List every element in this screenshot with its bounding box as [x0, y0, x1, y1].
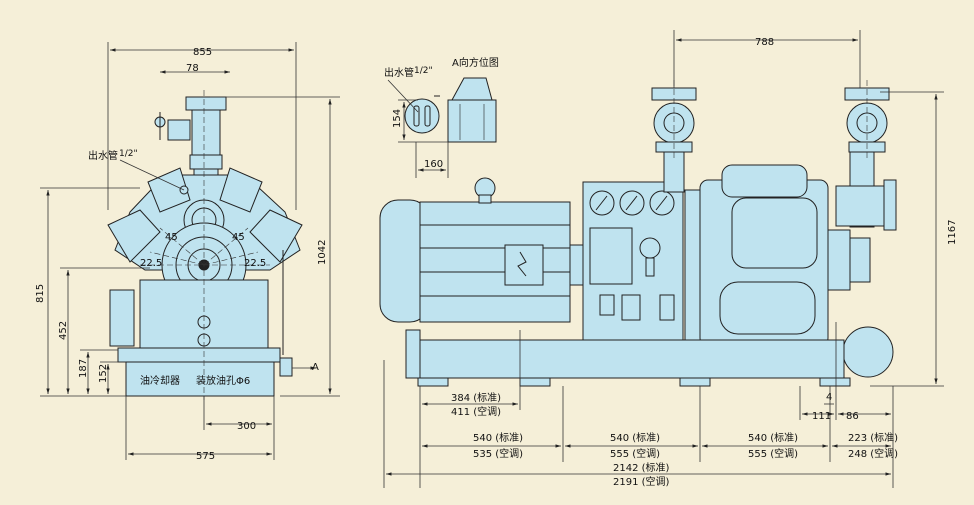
dim-2142: 2142 (标准) — [613, 462, 670, 474]
cylinder-right — [249, 209, 303, 263]
view-a-title: A向方位图 — [452, 56, 499, 69]
dim-555-a: 555 (空调) — [610, 447, 660, 460]
side-dimensions: 788 1167 384 (标准) 411 (空调) 540 (标准) 535 … — [383, 30, 958, 488]
angle-22-left: 22.5 — [140, 258, 162, 269]
dim-452: 452 — [58, 321, 69, 340]
dim-555-b: 555 (空调) — [748, 447, 798, 460]
base-frame — [411, 339, 845, 379]
left-panel — [109, 289, 135, 347]
dim-815: 815 — [35, 284, 46, 303]
dim-248: 248 (空调) — [848, 447, 898, 460]
view-a — [404, 77, 497, 143]
angle-22-right: 22.5 — [244, 258, 266, 269]
dim-4: 4 — [826, 392, 832, 403]
drain-hole-label: 装放油孔Φ6 — [196, 374, 250, 387]
dim-187: 187 — [78, 359, 89, 378]
oil-tray — [117, 347, 281, 363]
outlet-pipe-sup-view: 1/2" — [414, 66, 433, 76]
cylinder-upper-right — [219, 167, 263, 213]
dim-2191: 2191 (空调) — [613, 475, 670, 488]
dim-300: 300 — [237, 421, 256, 432]
front-dimensions: 855 78 1042 815 452 187 152 300 575 — [35, 42, 340, 462]
view-a-cap — [451, 77, 493, 101]
dim-788: 788 — [755, 37, 774, 48]
dim-152: 152 — [98, 364, 109, 383]
oil-cooler-label: 油冷却器 — [140, 374, 180, 387]
dim-411: 411 (空调) — [451, 405, 501, 418]
top-valve-body — [191, 109, 221, 156]
cylinder-upper-left — [147, 167, 191, 213]
view-arrow-a: A — [312, 362, 319, 373]
dim-540-c: 540 (标准) — [748, 432, 798, 444]
dim-1167: 1167 — [947, 220, 958, 245]
outlet-pipe-label-view: 出水管 — [384, 66, 414, 79]
dim-384: 384 (标准) — [451, 392, 501, 404]
view-a-body — [447, 99, 497, 143]
outlet-pipe-label-front: 出水管 — [88, 149, 118, 162]
front-view — [107, 96, 316, 397]
dim-1042: 1042 — [317, 240, 328, 265]
cylinder-left — [107, 209, 161, 263]
front-view-centerlines — [140, 90, 270, 400]
pulley-wheel — [842, 326, 894, 378]
angle-45-right: 45 — [232, 232, 245, 243]
dim-160: 160 — [424, 159, 443, 170]
outlet-pipe-sup-front: 1/2" — [119, 149, 138, 159]
compressor-cover — [721, 164, 808, 198]
dim-855: 855 — [193, 47, 212, 58]
motor-junction-box — [504, 244, 544, 286]
oil-window — [719, 281, 816, 335]
dim-86: 86 — [846, 411, 859, 422]
angle-45-left: 45 — [165, 232, 178, 243]
oil-cooler-base — [125, 361, 275, 397]
dim-111: 111 — [812, 411, 831, 422]
side-view — [379, 87, 897, 387]
motor-body — [419, 201, 571, 323]
dim-540-a: 540 (标准) — [473, 432, 523, 444]
top-valve-flange — [185, 96, 227, 111]
side-view-centerlines — [673, 80, 868, 160]
dim-575: 575 — [196, 451, 215, 462]
dim-223: 223 (标准) — [848, 432, 898, 444]
side-valve — [167, 119, 191, 141]
dim-154: 154 — [392, 109, 403, 128]
dim-540-b: 540 (标准) — [610, 432, 660, 444]
valve-neck — [189, 154, 223, 170]
dim-535: 535 (空调) — [473, 447, 523, 460]
dim-78: 78 — [186, 63, 199, 74]
view-a-dimensions: 154 160 — [392, 99, 449, 178]
